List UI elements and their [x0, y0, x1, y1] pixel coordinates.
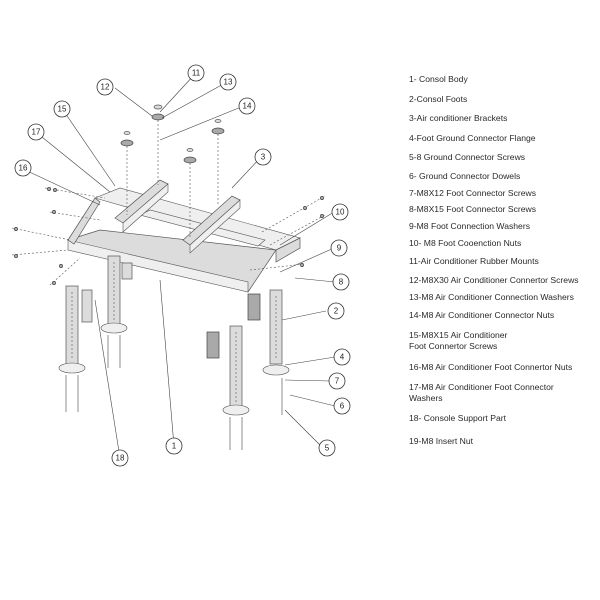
callout-18: 18 [111, 449, 129, 467]
callout-5: 5 [318, 439, 336, 457]
callout-6: 6 [333, 397, 351, 415]
callout-15: 15 [53, 100, 71, 118]
callout-13: 13 [219, 73, 237, 91]
legend-item-13: 13-M8 Air Conditioner Connection Washers [409, 292, 574, 302]
console-foot-back-right [247, 289, 290, 415]
legend-item-10: 10- M8 Foot Cooenction Nuts [409, 238, 522, 248]
vertical-screw-dashes [126, 120, 219, 238]
svg-text:11: 11 [192, 69, 201, 78]
legend-item-1: 1- Consol Body [409, 74, 468, 84]
legend-item-8: 8-M8X15 Foot Connector Screws [409, 204, 537, 214]
legend-item-12: 12-M8X30 Air Conditioner Connertor Screw… [409, 275, 579, 285]
svg-text:18: 18 [116, 454, 125, 463]
legend-item-9: 9-M8 Foot Connection Washers [409, 221, 531, 231]
callout-7: 7 [328, 372, 346, 390]
rubber-mounts [120, 104, 225, 164]
callout-11: 11 [187, 64, 205, 82]
svg-text:8: 8 [339, 278, 344, 287]
legend-item-17: 17-M8 Air Conditioner Foot Connector Was… [409, 382, 554, 403]
callout-16: 16 [14, 159, 32, 177]
callout-3: 3 [254, 148, 272, 166]
svg-text:4: 4 [340, 353, 345, 362]
legend-item-19: 19-M8 Insert Nut [409, 436, 473, 446]
svg-text:2: 2 [334, 307, 339, 316]
callout-4: 4 [333, 348, 351, 366]
svg-text:15: 15 [58, 105, 67, 114]
legend-item-4: 4-Foot Ground Connector Flange [409, 133, 536, 143]
svg-text:9: 9 [337, 244, 342, 253]
left-bracket-plate [81, 289, 93, 323]
svg-text:12: 12 [101, 83, 110, 92]
callout-10: 10 [331, 203, 349, 221]
callout-2: 2 [327, 302, 345, 320]
right-screw-rows [249, 195, 326, 271]
svg-text:14: 14 [243, 102, 252, 111]
svg-text:7: 7 [335, 377, 340, 386]
legend-item-14: 14-M8 Air Conditioner Connector Nuts [409, 310, 555, 320]
leader-lines [22, 73, 336, 459]
legend-item-18: 18- Console Support Part [409, 413, 506, 423]
callout-8: 8 [332, 273, 350, 291]
svg-text:1: 1 [172, 442, 177, 451]
svg-text:10: 10 [336, 208, 345, 217]
svg-text:16: 16 [19, 164, 28, 173]
legend-item-7: 7-M8X12 Foot Connector Screws [409, 188, 537, 198]
svg-text:6: 6 [340, 402, 345, 411]
console-foot-front-center [206, 325, 250, 450]
legend-item-16: 16-M8 Air Conditioner Foot Connertor Nut… [409, 362, 573, 372]
svg-text:3: 3 [261, 153, 266, 162]
callout-12: 12 [96, 78, 114, 96]
svg-text:5: 5 [325, 444, 330, 453]
svg-text:17: 17 [32, 128, 41, 137]
exploded-assembly-diagram: 1 2 3 4 5 6 7 8 9 10 11 12 [11, 64, 351, 467]
legend-item-6: 6- Ground Connector Dowels [409, 171, 521, 181]
left-screw-rows [11, 187, 106, 286]
callout-1: 1 [165, 437, 183, 455]
svg-text:13: 13 [224, 78, 233, 87]
legend-item-5: 5-8 Ground Connector Screws [409, 152, 526, 162]
callout-14: 14 [238, 97, 256, 115]
air-conditioner-brackets [114, 179, 241, 254]
callout-17: 17 [27, 123, 45, 141]
console-foot-back-left [100, 255, 133, 368]
legend-item-3: 3-Air conditioner Brackets [409, 113, 508, 123]
legend-item-15: 15-M8X15 Air Conditioner Foot Connertor … [409, 330, 508, 351]
console-foot-front-left [58, 285, 86, 412]
legend-item-2: 2-Consol Foots [409, 94, 468, 104]
legend-item-11: 11-Air Conditioner Rubber Mounts [409, 256, 539, 266]
callout-9: 9 [330, 239, 348, 257]
